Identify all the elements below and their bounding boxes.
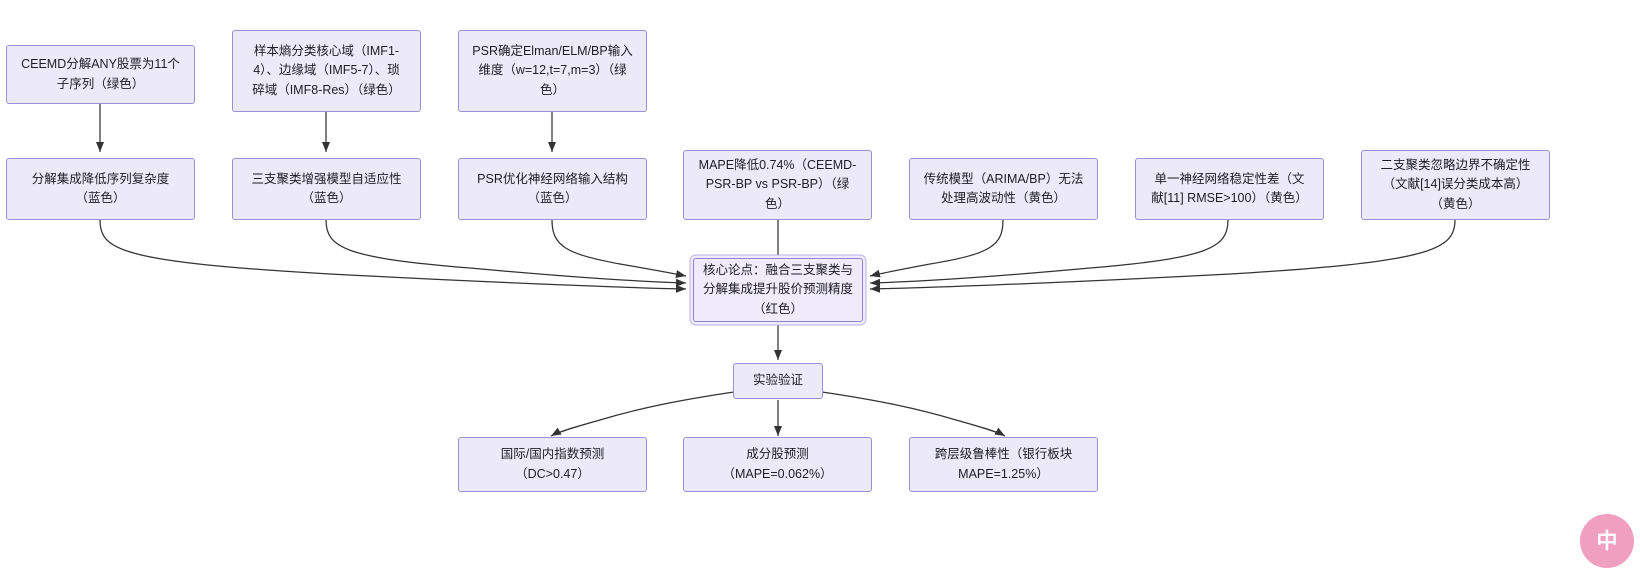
node-evidence-psr-dimension[interactable]: PSR确定Elman/ELM/BP输入 维度（w=12,t=7,m=3）（绿 色… [458, 30, 647, 112]
node-label: 核心论点：融合三支聚类与 分解集成提升股价预测精度 （红色） [703, 262, 854, 316]
edge-singlenn-to-core [869, 219, 1229, 287]
edge-experiment-to-index [550, 391, 735, 437]
edge-decomp-to-core [99, 219, 687, 293]
node-evidence-ceemd[interactable]: CEEMD分解ANY股票为11个 子序列（绿色） [6, 45, 195, 104]
edge-cluster-to-core [325, 219, 687, 287]
node-claim-decomposition[interactable]: 分解集成降低序列复杂度 （蓝色） [6, 158, 195, 220]
node-label: PSR优化神经网络输入结构 （蓝色） [477, 171, 628, 205]
node-label: CEEMD分解ANY股票为11个 子序列（绿色） [21, 57, 180, 91]
node-label: MAPE降低0.74%（CEEMD- PSR-BP vs PSR-BP）（绿 色… [698, 157, 857, 211]
node-claim-psr-structure[interactable]: PSR优化神经网络输入结构 （蓝色） [458, 158, 647, 220]
node-outcome-index-forecast[interactable]: 国际/国内指数预测 （DC>0.47） [458, 437, 647, 492]
node-label: 单一神经网络稳定性差（文 献[11] RMSE>100）（黄色） [1151, 171, 1308, 205]
edge-traditional-to-core [869, 219, 1004, 278]
node-outcome-constituent-stock-forecast[interactable]: 成分股预测 （MAPE=0.062%） [683, 437, 872, 492]
node-label: PSR确定Elman/ELM/BP输入 维度（w=12,t=7,m=3）（绿 色… [472, 43, 633, 97]
node-claim-three-way-clustering[interactable]: 三支聚类增强模型自适应性 （蓝色） [232, 158, 421, 220]
edge-psrclaim-to-core [551, 219, 687, 278]
watermark-character: 中 [1596, 528, 1618, 553]
node-label: 二支聚类忽略边界不确定性 （文献[14]误分类成本高） （黄色） [1380, 157, 1531, 211]
edge-twoway-to-core [869, 219, 1456, 293]
node-gap-single-neural-network[interactable]: 单一神经网络稳定性差（文 献[11] RMSE>100）（黄色） [1135, 158, 1324, 220]
node-label: 分解集成降低序列复杂度 （蓝色） [31, 171, 170, 205]
node-gap-traditional-model[interactable]: 传统模型（ARIMA/BP）无法 处理高波动性（黄色） [909, 158, 1098, 220]
node-label: 国际/国内指数预测 （DC>0.47） [500, 447, 605, 481]
node-label: 跨层级鲁棒性（银行板块 MAPE=1.25%） [934, 447, 1073, 481]
watermark-badge: 中 [1580, 514, 1634, 568]
node-outcome-cross-level-robustness[interactable]: 跨层级鲁棒性（银行板块 MAPE=1.25%） [909, 437, 1098, 492]
node-evidence-sample-entropy[interactable]: 样本熵分类核心域（IMF1- 4）、边缘域（IMF5-7）、琐 碎域（IMF8-… [232, 30, 421, 112]
edge-experiment-to-robust [821, 391, 1006, 437]
node-result-mape-reduction[interactable]: MAPE降低0.74%（CEEMD- PSR-BP vs PSR-BP）（绿 色… [683, 150, 872, 220]
node-gap-two-way-clustering[interactable]: 二支聚类忽略边界不确定性 （文献[14]误分类成本高） （黄色） [1361, 150, 1550, 220]
node-label: 实验验证 [752, 373, 803, 388]
node-label: 样本熵分类核心域（IMF1- 4）、边缘域（IMF5-7）、琐 碎域（IMF8-… [252, 43, 401, 97]
node-core-claim[interactable]: 核心论点：融合三支聚类与 分解集成提升股价预测精度 （红色） [693, 258, 863, 322]
node-label: 传统模型（ARIMA/BP）无法 处理高波动性（黄色） [923, 171, 1084, 205]
node-label: 三支聚类增强模型自适应性 （蓝色） [251, 171, 402, 205]
node-label: 成分股预测 （MAPE=0.062%） [722, 447, 833, 481]
node-experiment-validation[interactable]: 实验验证 [733, 363, 823, 399]
